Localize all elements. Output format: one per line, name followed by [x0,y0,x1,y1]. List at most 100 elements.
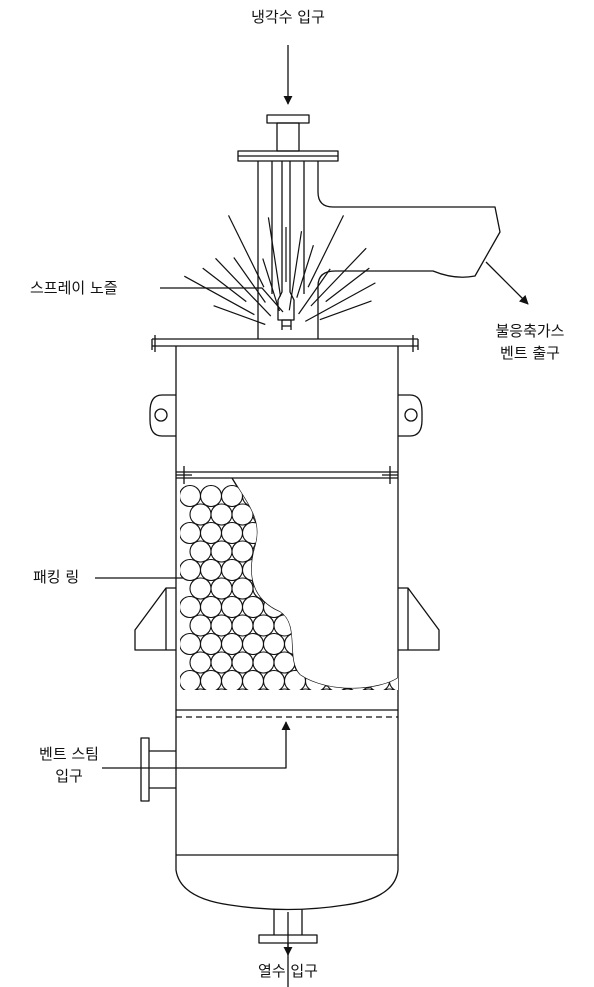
packing-ring [294,651,317,674]
packing-ring [241,558,265,582]
left-support-bracket [134,587,176,651]
packing-ring [189,614,212,637]
packing-ring [367,595,391,619]
packing-ring [231,614,254,637]
packing-ring [199,521,223,545]
vent-outlet-arrow [485,261,529,305]
packing-ring [210,688,233,690]
packing-ring [262,484,286,508]
packing-ring [325,669,349,690]
packing-ring [262,595,286,619]
packing-ring [210,651,233,674]
packing-ring [357,614,380,637]
packing-ring [304,558,328,582]
packing-ring [283,521,307,545]
inlet-pipe-stub [276,122,300,152]
packing-ring [199,484,223,508]
packing-ring [336,651,359,674]
packing-ring [283,558,307,582]
packing-ring [189,688,212,690]
hot-water-inlet-label: 열수 입구 [258,962,318,980]
packing-ring [180,595,202,619]
spray-nozzle-leader [160,287,284,313]
packing-ring [336,503,359,526]
packing-ring [294,540,317,563]
packing-ring [189,577,212,600]
packing-ring [262,669,286,690]
packing-rings-label: 패킹 링 [33,568,80,586]
packing-ring [336,614,359,637]
packing-ring [336,688,359,690]
packing-ring [180,669,202,690]
packing-ring [315,540,338,563]
cooling-water-inlet-label: 냉각수 입구 [251,8,325,26]
spray-ray [296,245,314,298]
packing-ring [336,577,359,600]
spray-ray [298,268,331,315]
packing-ring [199,558,223,582]
packing-ring [180,558,202,582]
spray-nozzle-label: 스프레이 노즐 [30,279,118,297]
packing-ring [273,651,296,674]
packing-ring [220,558,244,582]
packing-ring [378,503,398,526]
packing-ring [252,688,275,690]
packing-ring [283,595,307,619]
packing-ring [241,595,265,619]
spray-ray [233,257,266,303]
packing-ring [273,503,296,526]
packing-ring [241,484,265,508]
packing-ring [189,540,212,563]
bottom-head [175,855,399,911]
packing-ring [378,688,398,690]
spray-pattern [184,215,376,326]
spray-ray [288,231,303,311]
spray-nozzle-tip [281,319,292,327]
packing-ring [180,632,202,656]
packing-ring [304,632,328,656]
left-lug [149,394,176,437]
packing-ring [252,540,275,563]
packing-ring [273,614,296,637]
vent-steam-flange [140,737,150,802]
packing-ring [220,484,244,508]
vent-steam-inlet-label-1: 벤트 스팀 [39,745,99,763]
packing-ring [294,688,317,690]
packing-ring [220,669,244,690]
packing-ring [367,632,391,656]
packing-ring [367,521,391,545]
packing-ring [346,521,370,545]
spray-ray [202,267,247,303]
packing-ring [315,614,338,637]
packing-ring [304,669,328,690]
vent-steam-inlet-label-2: 입구 [55,767,83,785]
packing-ring [346,484,370,508]
right-support-bracket [398,587,440,651]
packing-ring [220,595,244,619]
spray-ray [227,215,265,288]
packing-ring [262,558,286,582]
packing-ring [252,577,275,600]
spray-ray [262,258,280,312]
spray-ray [213,305,266,326]
packing-ring [283,484,307,508]
packing-ring [231,651,254,674]
packing-ring [210,614,233,637]
spray-ray [319,300,372,321]
packing-ring [199,669,223,690]
packing-ring [199,632,223,656]
packing-ring [241,632,265,656]
packing-ring [325,632,349,656]
packing-ring [325,484,349,508]
packing-ring-bed [180,484,398,690]
packing-ring [283,669,307,690]
packing-ring [378,540,398,563]
packing-ring [315,577,338,600]
noncondensable-vent-label-1: 불응축가스 [495,322,565,340]
packing-ring [388,521,398,545]
packing-ring [241,521,265,545]
packing-ring [388,669,398,690]
packing-ring [367,484,391,508]
packing-ring [210,577,233,600]
